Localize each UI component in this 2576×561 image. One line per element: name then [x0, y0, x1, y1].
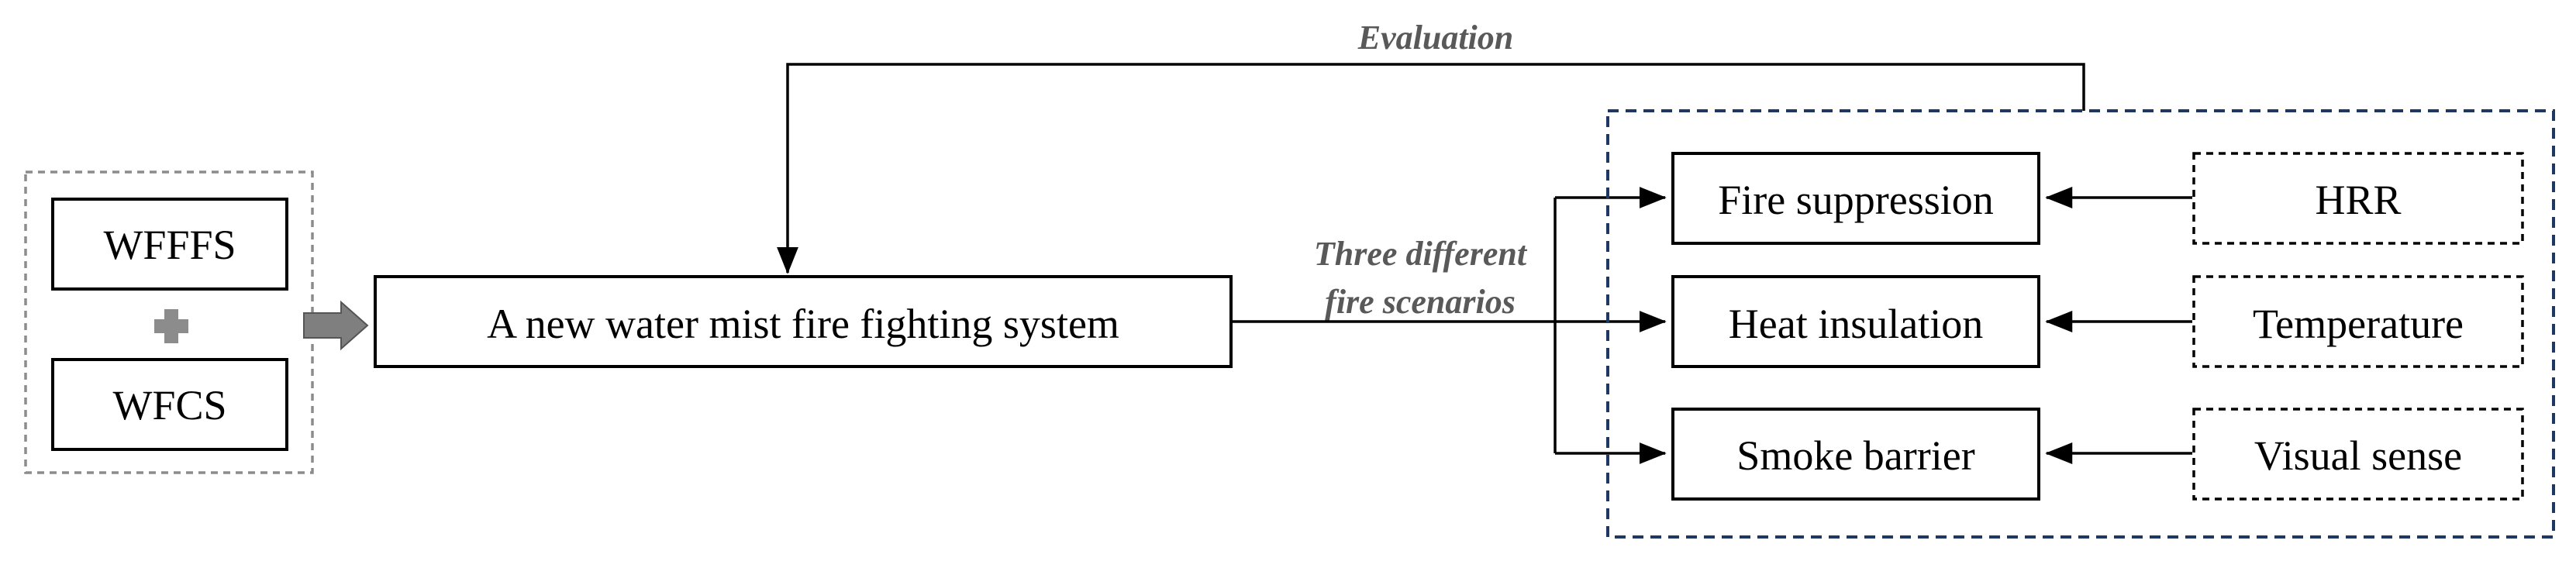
input-group: WFFFS WFCS	[24, 170, 314, 474]
visual-sense-box	[2192, 408, 2524, 501]
temperature-label: Temperature	[2253, 301, 2464, 347]
fire-suppression-label: Fire suppression	[1718, 177, 1993, 223]
evaluation-feedback-arrow	[777, 63, 2085, 274]
wfffs-box	[51, 198, 288, 291]
fire-suppression-box	[1671, 152, 2040, 245]
system-label: A new water mist fire fighting system	[487, 301, 1119, 347]
visual-sense-label: Visual sense	[2254, 432, 2462, 479]
hrr-label: HRR	[2315, 177, 2401, 223]
scenario-note-line2: fire scenarios	[1325, 283, 1516, 321]
smoke-barrier-label: Smoke barrier	[1736, 432, 1974, 479]
evaluation-group-border	[1606, 109, 2555, 539]
evaluation-label: Evaluation	[1357, 19, 1514, 57]
smoke-barrier-box	[1671, 408, 2040, 501]
system-box	[374, 275, 1233, 368]
wfcs-label: WFCS	[112, 382, 226, 428]
hrr-box	[2192, 152, 2524, 245]
heat-insulation-label: Heat insulation	[1729, 301, 1983, 347]
wfcs-box	[51, 358, 288, 451]
block-arrow-icon	[303, 300, 369, 351]
plus-icon	[154, 309, 188, 343]
temperature-box	[2192, 275, 2524, 368]
heat-insulation-box	[1671, 275, 2040, 368]
wfffs-label: WFFFS	[103, 222, 236, 268]
scenario-note-line1: Three different	[1314, 235, 1528, 273]
